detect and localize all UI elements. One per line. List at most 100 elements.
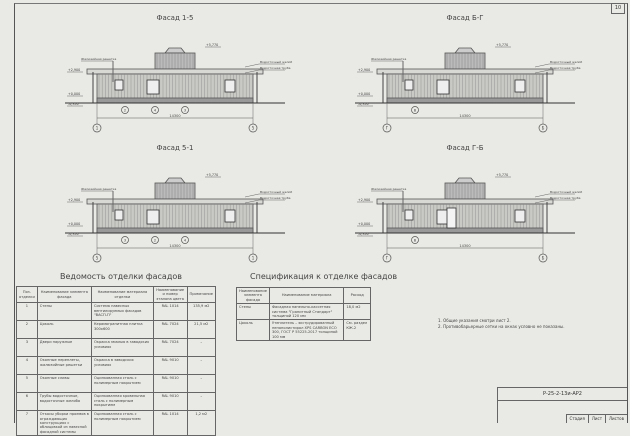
table-cell: 135,9 м2 [186,302,216,322]
callout-text: Водосточный желоб [550,60,582,64]
table-cell: 5 [16,374,38,394]
callout-label: 3 [124,239,126,243]
elevation-label: +5,770 [206,173,218,177]
callout-text: Водосточный желоб [260,190,292,194]
table-cell: Трубы водосточные, водосточные желоба [36,392,92,412]
table-cell: – [186,392,216,412]
callout-label: 4 [154,109,157,113]
window [404,79,414,91]
callout-label: 2 [124,109,126,113]
stamp-cell: Лист [587,414,606,423]
stamp-cell: Стадия [565,414,588,423]
callout-marker [181,236,189,244]
table-cell: RAL 7024 [152,320,188,340]
window [514,79,526,93]
stamp-cell: Листов [605,414,627,423]
plinth [96,227,254,234]
table-cell: 21,5 м2 [186,320,216,340]
table-cell: RAL 1014 [152,410,188,436]
table-cell: Стены [36,302,92,322]
callout-text: Водосточная труба [260,196,291,200]
title-block: Р-25-2-13и-АР2 Стадия Лист Листов [497,387,627,423]
window [224,209,236,223]
callout-text: Водосточная труба [260,66,291,70]
callout-marker [411,106,419,114]
facade-title: Фасад 1-5 [157,14,194,22]
elevation-label: +5,770 [496,173,508,177]
window [146,209,160,225]
table-cell: 3 [16,338,38,358]
dimension-label: 14300 [169,114,180,118]
axis-label: 1 [96,126,99,131]
elevation-label: +0,000 [68,92,80,96]
elevation-label: +0,000 [358,92,370,96]
table-cell: Окраска в заводских условиях [90,356,154,376]
callout-text: Жалюзийная решетка [371,57,406,61]
axis-marker [92,253,102,263]
facade-title: Фасад 5-1 [157,144,194,152]
axis-label: Б [542,126,545,131]
axis-marker [382,123,392,133]
elevation-label: +2,900 [358,198,370,202]
window [436,79,450,95]
roof-skylight [454,177,476,184]
table-cell: Оцинкованная сталь с полимерным покрытие… [90,374,154,394]
table-cell: – [186,356,216,376]
leader-line [534,199,550,204]
callout-text: Жалюзийная решетка [81,187,116,191]
axis-label: 1 [252,256,255,261]
window [224,79,236,93]
column-header: Наименование элемента фасада [236,286,270,305]
table-cell: Утеплитель – экструдированный пенополист… [268,319,345,342]
leader-line [244,193,260,198]
axis-label: Г [386,256,389,261]
callout-text: Водосточный желоб [260,60,292,64]
table-cell: 1,2 м2 [186,410,216,436]
axis-marker [248,123,258,133]
callout-marker [151,106,159,114]
column-header: Примечание [186,285,216,304]
table-cell: Откосы уборки проемов в ограждающих конс… [36,410,92,436]
elevation-label: +2,900 [68,198,80,202]
plinth [386,227,544,234]
callout-label: В [414,109,417,113]
callout-text: Жалюзийная решетка [81,57,116,61]
column-header: Наименование элемента фасада [36,285,92,304]
window [514,209,526,223]
dimension-label: 14300 [459,244,470,248]
column-header: Наименование и номер эталона цвета [152,285,188,304]
callout-label: 4 [184,239,187,243]
axis-marker [92,123,102,133]
callout-text: Водосточная труба [550,196,581,200]
table-cell: Фасадная панельно-кассетная система "Гра… [268,303,345,321]
callout-text: Водосточный желоб [550,190,582,194]
callout-marker [181,106,189,114]
elevation-label: -0,350 [68,232,79,236]
table-cell: Оцинкованная кровельная сталь с полимерн… [90,392,154,412]
window [114,79,124,91]
axis-label: Б [542,256,545,261]
elevation-label: +0,000 [68,222,80,226]
axis-marker [248,253,258,263]
table-cell: RAL 7024 [152,338,188,358]
callout-label: 3 [184,109,186,113]
leader-line [534,69,550,74]
document-code: Р-25-2-13и-АР2 [498,388,627,401]
elevation-label: -0,350 [358,102,369,106]
leader-line [534,63,550,68]
callout-label: В [414,239,417,243]
facade-title: Фасад Г-Б [446,144,483,152]
finish-table-title: Ведомость отделки фасадов [60,272,182,281]
